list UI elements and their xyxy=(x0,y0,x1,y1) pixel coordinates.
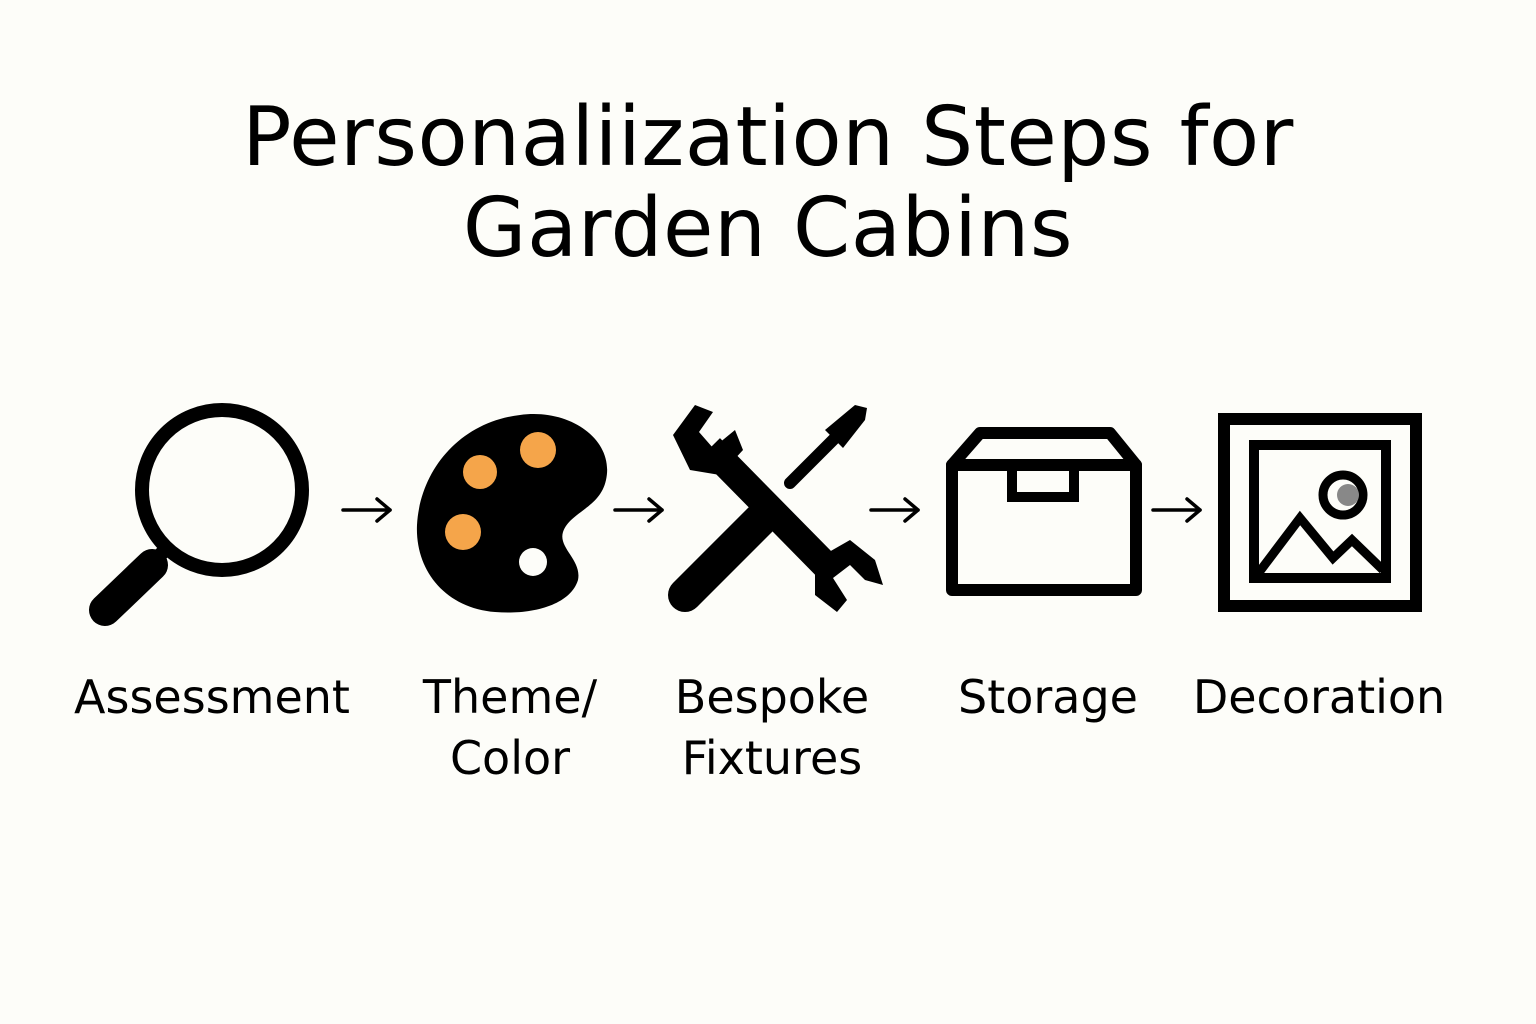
box-icon xyxy=(946,427,1142,596)
step-label-bespoke-fixtures: Bespoke Fixtures xyxy=(674,670,870,785)
step-label-decoration: Decoration xyxy=(1192,670,1446,724)
step-label-theme-color: Theme/ Color xyxy=(422,670,598,785)
title-line-2: Garden Cabins xyxy=(462,181,1074,276)
arrow-icon xyxy=(869,497,920,523)
arrow-icon xyxy=(613,497,664,523)
step-label-storage: Storage xyxy=(958,670,1138,724)
arrow-icon xyxy=(1151,497,1202,523)
title-line-1: Personaliization Steps for xyxy=(242,90,1294,185)
step-label-assessment: Assessment xyxy=(74,670,350,724)
framed-picture-icon xyxy=(1218,413,1422,612)
wrench-and-brush-icon xyxy=(668,405,883,612)
page-title: Personaliization Steps for Garden Cabins xyxy=(0,92,1536,274)
arrow-icon xyxy=(341,497,392,523)
magnifying-glass-icon xyxy=(89,403,309,626)
palette-icon xyxy=(416,414,608,613)
